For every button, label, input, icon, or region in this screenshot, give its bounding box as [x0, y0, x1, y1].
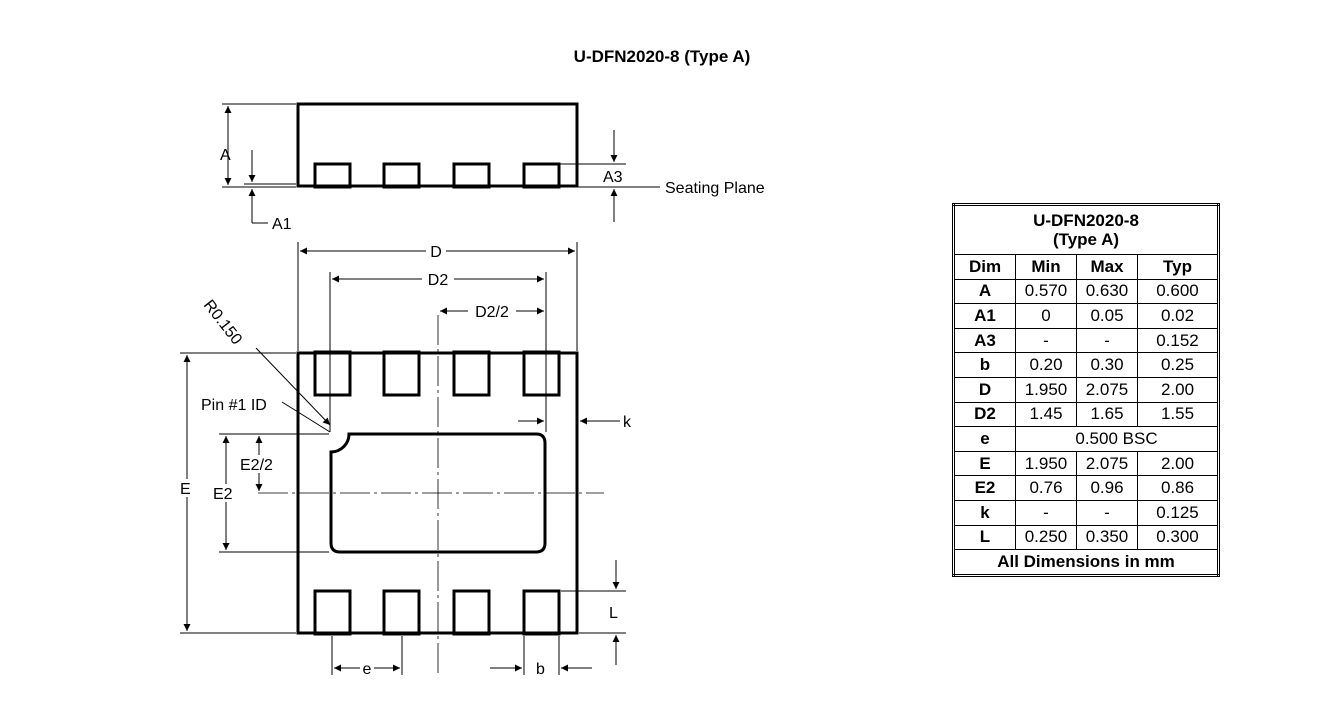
row-dim: e [953, 426, 1016, 452]
exposed-pad [329, 432, 547, 554]
table-row: L 0.250 0.350 0.300 [953, 524, 1219, 551]
table-caption: U-DFN2020-8 (Type A) [953, 204, 1219, 255]
drawing-title: U-DFN2020-8 (Type A) [574, 47, 751, 66]
row-min: 1.950 [1015, 450, 1077, 477]
side-lead-1 [313, 162, 352, 189]
dim-D2-label: D2 [428, 272, 449, 289]
row-min: 1.45 [1015, 401, 1077, 428]
row-min: 0.76 [1015, 475, 1077, 501]
row-min: 0.570 [1015, 278, 1077, 305]
row-typ: 0.152 [1137, 327, 1219, 354]
side-body [296, 102, 579, 188]
header-typ: Typ [1137, 254, 1219, 280]
dim-k-label: k [623, 414, 632, 431]
row-min: 0 [1015, 303, 1077, 329]
dim-A-label: A [220, 147, 231, 164]
dim-D-label: D [430, 244, 442, 261]
row-dim: D2 [953, 401, 1016, 428]
header-min: Min [1015, 254, 1077, 280]
header-max: Max [1076, 254, 1138, 280]
row-typ: 0.86 [1137, 475, 1219, 501]
top-lead-4 [522, 350, 561, 397]
dim-b-label: b [536, 661, 545, 678]
row-max: 0.30 [1076, 352, 1138, 378]
bottom-body [296, 351, 579, 635]
row-min: 0.20 [1015, 352, 1077, 378]
table-row: e 0.500 BSC [953, 426, 1219, 452]
side-view: A A1 A3 Seating Plane [220, 102, 765, 233]
table-caption-line2: (Type A) [1052, 230, 1120, 249]
table-row: A3 - - 0.152 [953, 327, 1219, 354]
top-lead-3 [452, 350, 491, 397]
row-dim: E2 [953, 475, 1016, 501]
row-dim: b [953, 352, 1016, 378]
row-dim: A [953, 278, 1016, 305]
bottom-lead-3 [452, 589, 491, 636]
row-typ: 0.125 [1137, 499, 1219, 526]
dimension-table: U-DFN2020-8 (Type A) Dim Min Max Typ A 0… [952, 203, 1220, 577]
radius-label: R0.150 [200, 297, 245, 348]
row-max: - [1076, 499, 1138, 526]
dim-E2-label: E2 [213, 486, 233, 503]
table-header-row: Dim Min Max Typ [953, 254, 1219, 280]
row-min: - [1015, 327, 1077, 354]
row-typ: 0.600 [1137, 278, 1219, 305]
dim-E2-half-label: E2/2 [240, 457, 273, 474]
table-row: E2 0.76 0.96 0.86 [953, 475, 1219, 501]
row-typ: 0.300 [1137, 524, 1219, 551]
bottom-lead-4 [522, 589, 561, 636]
row-span-value: 0.500 BSC [1015, 426, 1219, 452]
row-max: 0.350 [1076, 524, 1138, 551]
row-max: 1.65 [1076, 401, 1138, 428]
row-min: - [1015, 499, 1077, 526]
row-dim: k [953, 499, 1016, 526]
row-dim: A1 [953, 303, 1016, 329]
header-dim: Dim [953, 254, 1016, 280]
table-row: A1 0 0.05 0.02 [953, 303, 1219, 329]
row-max: 0.630 [1076, 278, 1138, 305]
table-row: D 1.950 2.075 2.00 [953, 376, 1219, 403]
dim-A3-label: A3 [603, 169, 623, 186]
table-row: D2 1.45 1.65 1.55 [953, 401, 1219, 428]
table-caption-line1: U-DFN2020-8 [1033, 211, 1139, 230]
dim-D2-half-label: D2/2 [475, 304, 509, 321]
top-lead-1 [313, 350, 352, 397]
bottom-lead-2 [382, 589, 421, 636]
side-lead-2 [382, 162, 421, 189]
table-row: b 0.20 0.30 0.25 [953, 352, 1219, 378]
dim-e-label: e [363, 661, 372, 678]
row-typ: 0.02 [1137, 303, 1219, 329]
row-typ: 2.00 [1137, 450, 1219, 477]
row-dim: E [953, 450, 1016, 477]
row-typ: 2.00 [1137, 376, 1219, 403]
table-footer: All Dimensions in mm [953, 549, 1219, 576]
pin1-id-label: Pin #1 ID [201, 397, 267, 414]
bottom-view: D D2 D2/2 R0.150 Pin #1 ID k E [177, 242, 632, 678]
row-dim: A3 [953, 327, 1016, 354]
bottom-lead-1 [313, 589, 352, 636]
table-row: k - - 0.125 [953, 499, 1219, 526]
row-dim: L [953, 524, 1016, 551]
row-min: 0.250 [1015, 524, 1077, 551]
dim-A1-label: A1 [272, 216, 292, 233]
row-typ: 0.25 [1137, 352, 1219, 378]
row-max: 2.075 [1076, 450, 1138, 477]
side-lead-3 [452, 162, 491, 189]
seating-plane-label: Seating Plane [665, 180, 765, 197]
table-row: A 0.570 0.630 0.600 [953, 278, 1219, 305]
row-min: 1.950 [1015, 376, 1077, 403]
row-max: - [1076, 327, 1138, 354]
row-typ: 1.55 [1137, 401, 1219, 428]
table-row: E 1.950 2.075 2.00 [953, 450, 1219, 477]
side-lead-4 [522, 162, 561, 189]
row-max: 0.96 [1076, 475, 1138, 501]
row-max: 2.075 [1076, 376, 1138, 403]
row-dim: D [953, 376, 1016, 403]
dim-L-label: L [609, 605, 618, 622]
row-max: 0.05 [1076, 303, 1138, 329]
dim-E-label: E [180, 481, 191, 498]
top-lead-2 [382, 350, 421, 397]
